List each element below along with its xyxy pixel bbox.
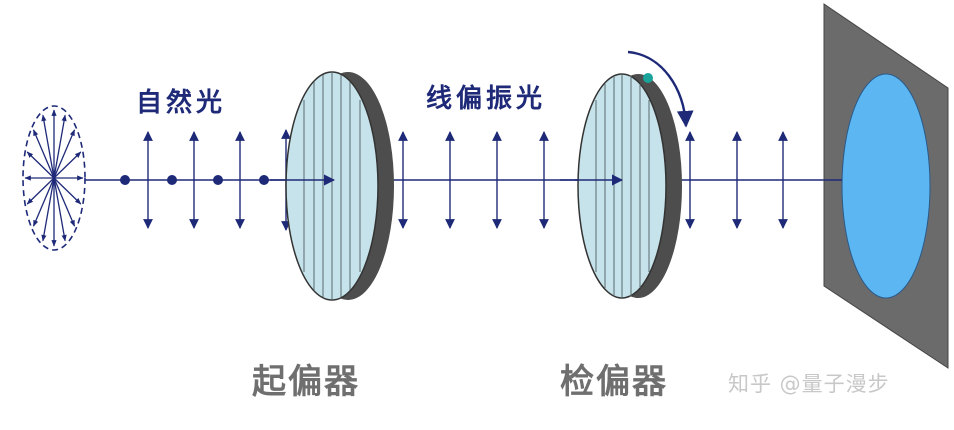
radial-vector bbox=[41, 177, 55, 242]
natural-light-label: 自然光 bbox=[136, 88, 227, 118]
perpendicular-dot bbox=[167, 175, 177, 185]
radial-vector bbox=[32, 129, 55, 179]
natural-light-vectors bbox=[120, 175, 269, 185]
radial-vector bbox=[53, 151, 82, 179]
radial-vector bbox=[53, 177, 76, 227]
light-spot bbox=[841, 73, 931, 299]
radial-vector bbox=[26, 151, 55, 179]
radial-vector bbox=[32, 177, 55, 227]
analyzer-label: 检偏器 bbox=[560, 362, 668, 402]
watermark: 知乎 @量子漫步 bbox=[728, 372, 890, 396]
polarizer-label: 起偏器 bbox=[252, 362, 360, 402]
radial-vector bbox=[26, 177, 55, 205]
radial-vector bbox=[53, 129, 76, 179]
natural-light-source bbox=[22, 105, 86, 251]
perpendicular-dot bbox=[259, 175, 269, 185]
rotation-marker bbox=[643, 73, 653, 83]
radial-vector bbox=[53, 177, 82, 205]
analyzer bbox=[577, 50, 694, 299]
rotation-arrow bbox=[627, 50, 694, 128]
linear-polarized-label: 线偏振光 bbox=[426, 84, 547, 114]
radial-vector bbox=[53, 114, 67, 179]
perpendicular-dot bbox=[213, 175, 223, 185]
radial-vector bbox=[41, 114, 55, 179]
radial-vector bbox=[53, 177, 67, 242]
polarizer bbox=[285, 71, 394, 301]
perpendicular-dot bbox=[120, 175, 130, 185]
observation-screen bbox=[823, 3, 949, 369]
